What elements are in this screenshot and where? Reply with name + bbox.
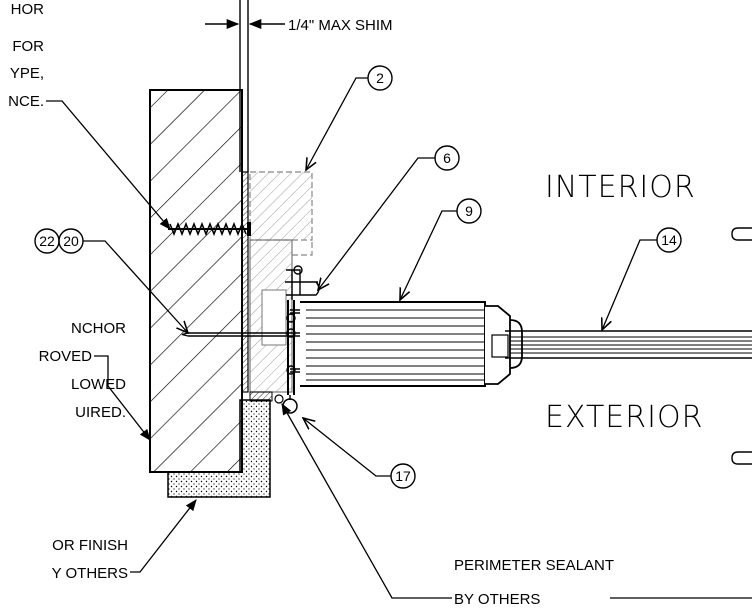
callout-22-20: 22 20 — [34, 228, 188, 333]
svg-text:OR FINISH: OR FINISH — [52, 537, 128, 554]
callout-2: 2 — [306, 65, 393, 170]
callout-14: 14 — [602, 227, 682, 330]
shim-label: 1/4" MAX SHIM — [288, 17, 393, 34]
callout-14-number: 14 — [661, 232, 677, 248]
callout-17: 17 — [303, 418, 416, 489]
note-perimeter-sealant: PERIMETER SEALANT BY OTHERS — [281, 402, 752, 608]
callout-6-number: 6 — [443, 150, 451, 166]
edge-symbols — [731, 227, 752, 465]
note-floor-finish: OR FINISH Y OTHERS — [52, 499, 197, 582]
shim-gap — [239, 0, 249, 172]
svg-text:Y OTHERS: Y OTHERS — [52, 565, 128, 582]
callout-6: 6 — [318, 145, 460, 290]
svg-text:HOR: HOR — [11, 1, 45, 18]
callout-9: 9 — [400, 198, 482, 300]
svg-text:LOWED: LOWED — [71, 376, 126, 393]
glass-lites — [505, 330, 752, 359]
shim-strip — [241, 171, 249, 393]
svg-text:FOR: FOR — [12, 38, 44, 55]
svg-text:NCE.: NCE. — [8, 93, 44, 110]
svg-text:NCHOR: NCHOR — [71, 320, 126, 337]
exterior-label: EXTERIOR — [545, 400, 703, 435]
clip-part — [285, 265, 320, 300]
svg-text:YPE,: YPE, — [10, 65, 44, 82]
svg-text:BY OTHERS: BY OTHERS — [454, 591, 540, 608]
svg-text:PERIMETER SEALANT: PERIMETER SEALANT — [454, 557, 614, 574]
svg-text:UIRED.: UIRED. — [75, 404, 126, 421]
callout-20-number: 20 — [63, 233, 79, 249]
note-anchor-mid: NCHOR ROVED LOWED UIRED. — [39, 320, 151, 441]
wall-section — [149, 89, 243, 473]
note-anchor-top: HOR FOR YPE, NCE. — [8, 1, 171, 230]
frame-spine — [286, 300, 296, 395]
callout-2-number: 2 — [376, 70, 384, 86]
interior-label: INTERIOR — [545, 170, 696, 205]
callout-22-number: 22 — [39, 233, 55, 249]
shim-dimension: 1/4" MAX SHIM — [205, 17, 393, 34]
anchor-screw — [168, 221, 251, 237]
callout-17-number: 17 — [395, 468, 411, 484]
rail-body — [300, 301, 523, 387]
svg-text:ROVED: ROVED — [39, 348, 93, 365]
callout-9-number: 9 — [465, 203, 473, 219]
